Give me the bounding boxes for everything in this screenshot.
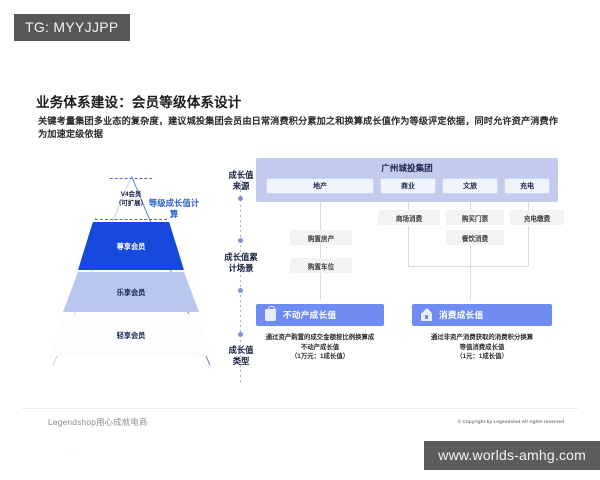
axis-dot — [238, 288, 243, 293]
scenario-buy-property[interactable]: 购置房产 — [290, 230, 352, 245]
value-type-header: 不动产成长值 — [256, 304, 384, 326]
connector-charging-down — [528, 202, 529, 210]
page-marker: . . — [64, 448, 79, 455]
connector-tourism-down — [470, 202, 471, 210]
footer-divider — [22, 408, 578, 409]
growth-axis: 成长值 来源 成长值累 计场景 成长值 类型 — [218, 170, 264, 385]
value-type-description: 通过非资产消费获取的消费积分换算 等值消费成长值 （1元：1成长值） — [412, 333, 552, 362]
membership-pyramid: V4会员（可扩展） 尊享会员 乐享会员 轻享会员 — [50, 175, 212, 378]
connector-merge-horizontal — [408, 266, 528, 267]
scenario-mall-spending[interactable]: 商场消费 — [378, 210, 440, 225]
telegram-tag-badge: TG: MYYJJPP — [14, 14, 130, 41]
business-unit-commerce[interactable]: 商业 — [380, 178, 436, 194]
page-title: 业务体系建设：会员等级体系设计 — [36, 95, 242, 110]
axis-label-type: 成长值 类型 — [218, 345, 264, 367]
scenario-buy-parking[interactable]: 购置车位 — [290, 258, 352, 273]
value-type-desc-line1: 通过非资产消费获取的消费积分换算 — [430, 334, 534, 341]
business-unit-real-estate[interactable]: 地产 — [266, 178, 374, 194]
connector-merge-mid-stub — [470, 246, 471, 266]
connector-merge-left-stub — [408, 226, 409, 266]
scenario-label: 购买门票 — [461, 215, 489, 223]
pyramid-tier-basic-label: 轻享会员 — [116, 330, 146, 340]
axis-label-type-line1: 成长值 — [228, 345, 254, 355]
business-unit-label: 地产 — [313, 183, 327, 190]
bag-icon — [265, 306, 276, 321]
scenario-label: 餐饮消费 — [461, 235, 489, 243]
axis-label-scenario-line1: 成长值累 — [224, 252, 258, 262]
axis-dotted-line — [240, 170, 241, 385]
value-type-desc-line3: （1元：1成长值） — [456, 353, 508, 360]
footer-copyright: © Copyright by Legendshot All rights res… — [457, 419, 564, 424]
scenario-label: 购置房产 — [307, 235, 335, 243]
axis-label-type-line2: 类型 — [232, 356, 250, 366]
value-type-card-consumption[interactable]: 消费成长值 通过非资产消费获取的消费积分换算 等值消费成长值 （1元：1成长值） — [412, 304, 552, 362]
group-name: 广州城投集团 — [381, 163, 433, 173]
presentation-slide: 业务体系建设：会员等级体系设计 关键考量集团多业态的复杂度，建议城投集团会员由日… — [22, 70, 578, 455]
axis-dot — [238, 196, 243, 201]
connector-merge-down — [470, 266, 471, 300]
axis-label-source: 成长值 来源 — [218, 170, 264, 192]
axis-label-source-line1: 成长值 — [228, 170, 254, 180]
connector-merge-right-stub — [528, 226, 529, 266]
axis-dot — [238, 238, 243, 243]
connector-commerce-down — [408, 202, 409, 210]
pyramid-tier-v4-label: V4会员（可扩展） — [115, 191, 147, 207]
scenario-charging-payment[interactable]: 充电缴费 — [510, 210, 564, 225]
value-type-desc-line1: 通过资产购置的成交金额按比例换算成 — [265, 334, 375, 341]
pyramid-tier-premium[interactable]: 尊享会员 — [78, 222, 184, 270]
axis-label-scenario: 成长值累 计场景 — [218, 252, 264, 274]
pyramid-tier-mid[interactable]: 乐享会员 — [63, 272, 199, 312]
value-type-desc-line2: 不动产成长值 — [300, 343, 340, 351]
pyramid-tier-premium-label: 尊享会员 — [116, 241, 146, 251]
footer-brand: Legendshop用心成就电商 — [48, 417, 148, 427]
scenario-label: 商场消费 — [395, 215, 423, 223]
home-icon — [421, 308, 432, 321]
business-unit-label: 文旅 — [463, 183, 477, 190]
business-unit-label: 商业 — [401, 183, 415, 190]
growth-value-calculation-note: 等级成长值计算 — [148, 198, 200, 219]
scenario-label: 充电缴费 — [523, 215, 551, 223]
value-type-desc-line3: （1万元：1成长值） — [290, 353, 350, 360]
value-type-title: 不动产成长值 — [283, 310, 337, 320]
value-type-description: 通过资产购置的成交金额按比例换算成 不动产成长值 （1万元：1成长值） — [256, 333, 384, 362]
business-unit-tourism[interactable]: 文旅 — [442, 178, 498, 194]
axis-dot — [238, 332, 243, 337]
pyramid-tier-mid-label: 乐享会员 — [116, 287, 146, 297]
scenario-buy-ticket[interactable]: 购买门票 — [446, 210, 504, 225]
axis-label-scenario-line2: 计场景 — [228, 263, 254, 273]
group-structure-panel: 广州城投集团 地产 商业 文旅 充电 — [256, 158, 558, 202]
value-type-card-property[interactable]: 不动产成长值 通过资产购置的成交金额按比例换算成 不动产成长值 （1万元：1成长… — [256, 304, 384, 362]
value-type-header: 消费成长值 — [412, 304, 552, 326]
site-watermark-badge: www.worlds-amhg.com — [424, 441, 600, 470]
connector-real-estate-down — [320, 202, 321, 300]
scenario-label: 购置车位 — [307, 263, 335, 271]
axis-label-source-line2: 来源 — [232, 181, 250, 191]
value-type-desc-line2: 等值消费成长值 — [459, 343, 505, 351]
scenario-dining-spending[interactable]: 餐饮消费 — [446, 230, 504, 245]
business-unit-label: 充电 — [520, 183, 534, 190]
pyramid-tier-basic[interactable]: 轻享会员 — [50, 314, 212, 356]
slide-description: 关键考量集团多业态的复杂度，建议城投集团会员由日常消费积分累加之和换算成长值作为… — [38, 116, 559, 139]
business-unit-charging[interactable]: 充电 — [504, 178, 550, 194]
value-type-title: 消费成长值 — [439, 310, 484, 320]
